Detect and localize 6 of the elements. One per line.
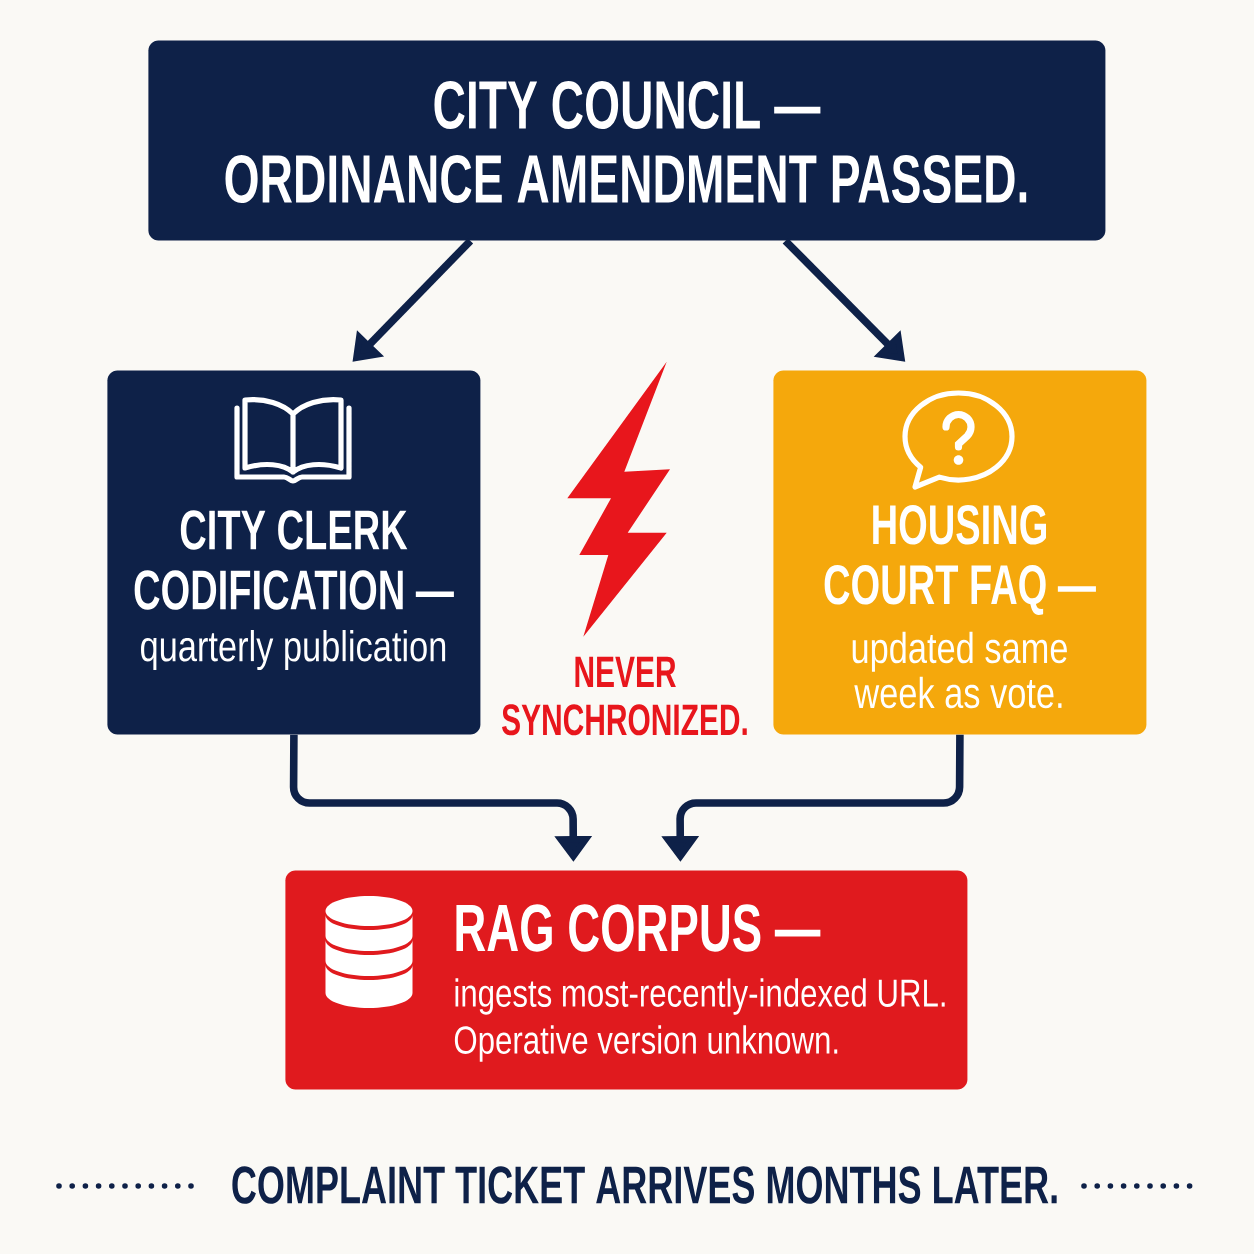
- warning-text: NEVER SYNCHRONIZED.: [502, 656, 747, 736]
- output-box: RAG CORPUS — ingests most-recently-indexed URL. Operative version unknown.: [285, 870, 968, 1090]
- source-box: CITY CLERK CODIFICATION — quarterly publication: [107, 370, 481, 735]
- source-box: HOUSING COURT FAQ — updated same week as vote.: [773, 370, 1147, 735]
- footer-text: COMPLAINT TICKET ARRIVES MONTHS LATER.: [232, 1166, 1057, 1204]
- title-box: CITY COUNCIL — ORDINANCE AMENDMENT PASSED.: [148, 40, 1106, 241]
